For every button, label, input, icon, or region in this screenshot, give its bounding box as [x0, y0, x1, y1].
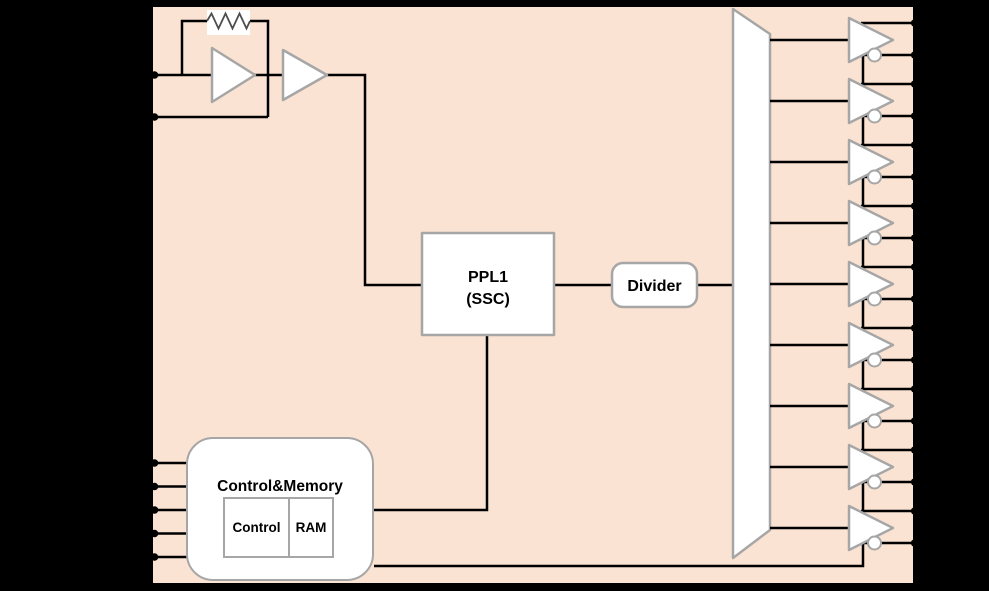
right-pin-stub [911, 295, 923, 303]
right-pin-stub [911, 385, 923, 393]
output-buffers-group [770, 16, 923, 552]
control-memory-block: Control&Memory Control RAM [186, 437, 374, 581]
divider-label: Divider [627, 278, 681, 295]
output-buffer [770, 321, 923, 389]
output-buffer [770, 16, 923, 84]
osc-pin-dot [150, 71, 159, 79]
pin-dot [150, 482, 159, 491]
osc-amp2-triangle [281, 48, 329, 102]
osc-pin-dot [150, 113, 159, 121]
right-pin-stub [911, 507, 923, 515]
right-pin-stub [911, 112, 923, 120]
output-buffer [770, 260, 923, 328]
control-subblock [223, 497, 290, 558]
inverter-bubble-icon [867, 108, 882, 124]
output-buffer [770, 138, 923, 206]
left-pins-group [150, 71, 187, 561]
control-to-buffers-wire [374, 543, 865, 568]
inverter-bubble-icon [867, 413, 882, 429]
control-memory-label: Control&Memory [217, 478, 343, 495]
inverter-bubble-icon [867, 352, 882, 368]
right-pin-stub [911, 19, 923, 27]
pll-to-control-wire [374, 335, 489, 512]
inverter-bubble-icon [867, 291, 882, 307]
right-pin-stub [911, 141, 923, 149]
output-buffer [770, 77, 923, 145]
control-label: Control [233, 520, 281, 535]
inverter-bubble-icon [867, 47, 882, 63]
output-buffer [770, 382, 923, 450]
right-pin-stub [911, 446, 923, 454]
right-pin-stub [911, 80, 923, 88]
output-buffer [770, 443, 923, 511]
pin-dot [150, 506, 159, 514]
pll-box [420, 231, 556, 337]
output-buffer [770, 199, 923, 267]
inverter-bubble-icon [867, 169, 882, 185]
inverter-bubble-icon [867, 474, 882, 490]
pll-label-line1: PPL1 [468, 269, 508, 286]
osc-amp1-triangle [210, 46, 257, 104]
pin-dot [150, 459, 159, 467]
resistor-zigzag-icon [206, 11, 251, 31]
pin-dot [150, 553, 159, 561]
ram-subblock [288, 497, 334, 558]
amp2-to-pll-wire [327, 73, 422, 287]
right-pin-stub [911, 539, 923, 547]
ram-label: RAM [296, 520, 327, 535]
right-pin-stub [911, 173, 923, 181]
right-pin-stub [911, 51, 923, 59]
feedback-resistor [206, 10, 251, 35]
right-pin-stub [911, 417, 923, 425]
right-pin-stub [911, 356, 923, 364]
mux-trapezoid [731, 7, 772, 560]
output-buffer [770, 504, 923, 552]
inverter-bubble-icon [867, 230, 882, 246]
pll-block: PPL1 (SSC) [420, 231, 556, 337]
pll-label-line2: (SSC) [466, 291, 510, 308]
pin-dot [150, 529, 159, 538]
divider-block: Divider [610, 261, 699, 309]
divider-box [610, 261, 699, 309]
right-pin-stub [911, 263, 923, 271]
right-pin-stub [911, 324, 923, 332]
inverter-bubble-icon [867, 535, 882, 551]
right-pin-stub [911, 202, 923, 210]
right-pin-stub [911, 478, 923, 486]
right-pin-stub [911, 234, 923, 242]
